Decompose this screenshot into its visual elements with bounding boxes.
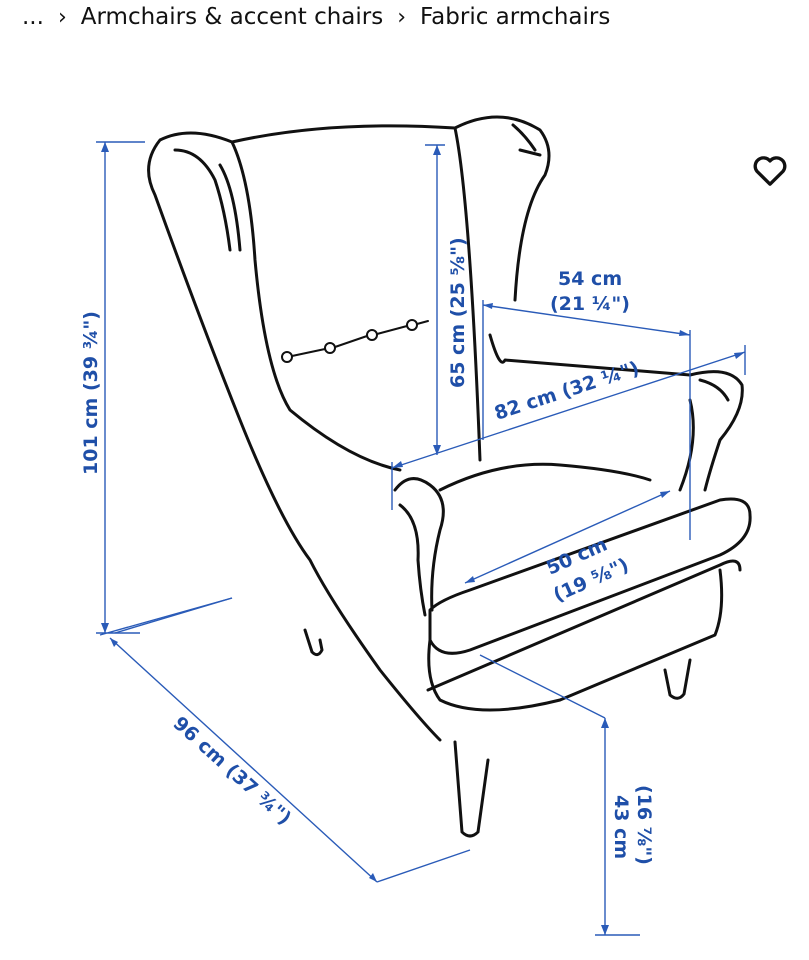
dimension-lines <box>96 141 746 936</box>
width-label: 82 cm (32 ¼") <box>492 357 642 425</box>
seat-height-label-cm: 43 cm <box>610 795 632 859</box>
breadcrumb-fabric-armchairs[interactable]: Fabric armchairs <box>420 4 611 30</box>
breadcrumb: ... › Armchairs & accent chairs › Fabric… <box>22 4 610 30</box>
breadcrumb-armchairs[interactable]: Armchairs & accent chairs <box>80 4 384 30</box>
breadcrumb-ellipsis[interactable]: ... <box>22 4 44 30</box>
height-label: 101 cm (39 ¾") <box>80 311 102 475</box>
heart-icon <box>753 156 787 186</box>
back-height-label: 65 cm (25 ⅝") <box>447 237 469 388</box>
tufting-buttons <box>281 319 429 363</box>
chair-outline <box>147 115 752 838</box>
chair-legs <box>303 628 692 838</box>
favorite-button[interactable] <box>750 150 790 190</box>
seat-height-label-in: (16 ⅞") <box>633 785 655 865</box>
seat-width-label-cm: 54 cm <box>558 268 622 290</box>
seat-width-label-in: (21 ¼") <box>550 293 630 315</box>
chevron-right-icon: › <box>57 4 67 30</box>
chevron-right-icon: › <box>397 4 407 30</box>
depth-label: 96 cm (37 ¾") <box>169 712 296 829</box>
